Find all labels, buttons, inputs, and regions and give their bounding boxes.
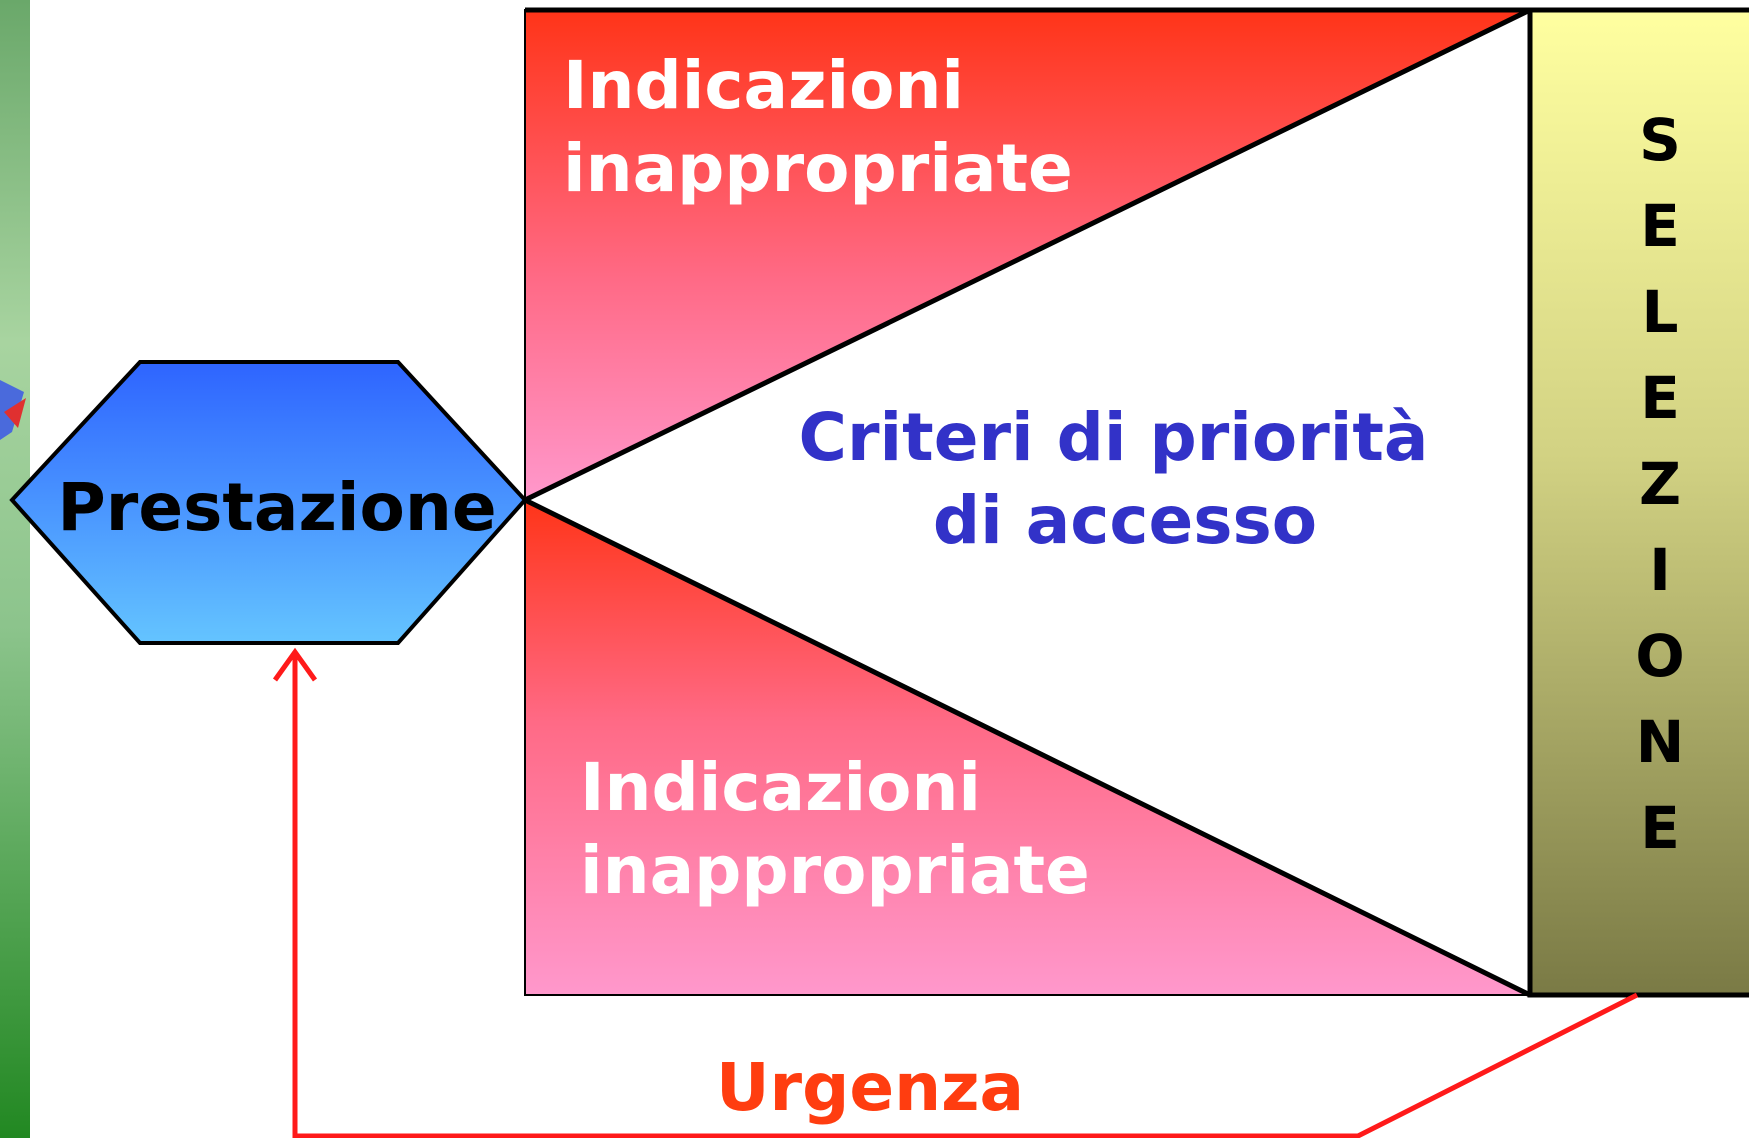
urgency-feedback-line: [292, 652, 1639, 1138]
selection-letter: L: [1642, 278, 1679, 346]
bottom-region-label-line2: inappropriate: [580, 832, 1090, 909]
selection-letter: E: [1640, 192, 1680, 260]
selection-panel: [1527, 7, 1749, 998]
top-region-label: Indicazioni inappropriate: [563, 47, 1073, 207]
top-region-label-line2: inappropriate: [563, 130, 1073, 207]
selection-letter: Z: [1639, 450, 1681, 518]
prestazione-hexagon: [9, 360, 528, 645]
logo-fragment-red-icon: [4, 398, 26, 428]
lower-diagonal: [523, 497, 1532, 998]
urgency-arrowhead-icon: [272, 647, 318, 682]
bottom-region-label: Indicazioni inappropriate: [580, 749, 1090, 909]
selection-letter: O: [1635, 622, 1684, 690]
selection-letter: S: [1639, 106, 1681, 174]
upper-diagonal: [523, 7, 1532, 503]
urgency-label: Urgenza: [716, 1049, 1024, 1126]
selection-letter: N: [1636, 708, 1685, 776]
bottom-region-label-line1: Indicazioni: [580, 749, 981, 826]
left-sidebar-strip: [0, 0, 30, 1138]
hexagon-label: Prestazione: [57, 469, 496, 546]
selection-letter: I: [1649, 536, 1671, 604]
criteria-label: Criteri di priorità di accesso: [799, 399, 1452, 559]
selection-letter: E: [1640, 794, 1680, 862]
criteria-label-line1: Criteri di priorità: [799, 399, 1429, 476]
criteria-label-line2: di accesso: [933, 482, 1317, 559]
selection-letter: E: [1640, 364, 1680, 432]
top-region-label-line1: Indicazioni: [563, 47, 964, 124]
